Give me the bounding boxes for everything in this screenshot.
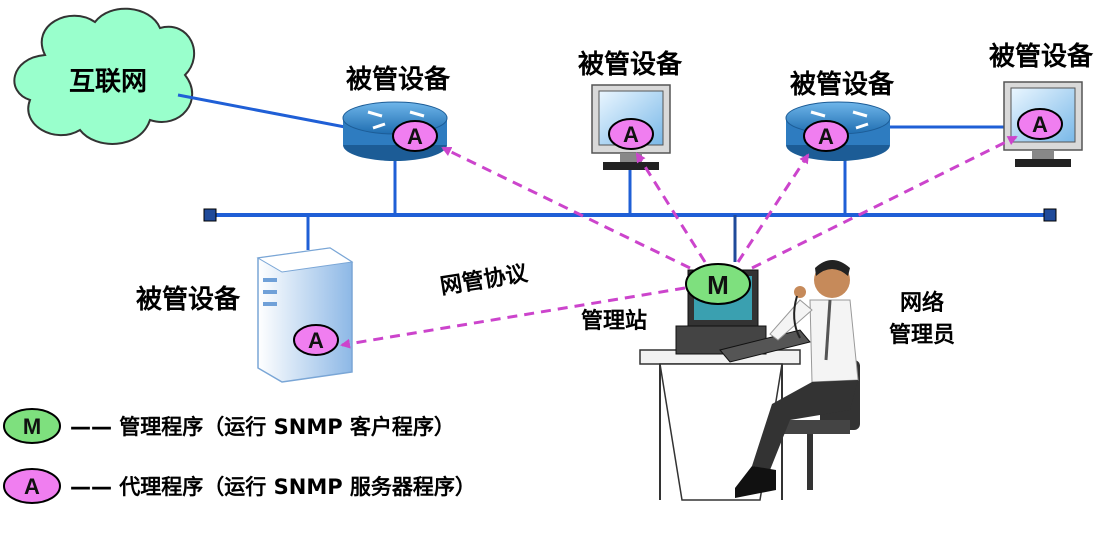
protocol-arrows [340, 135, 1018, 349]
svg-text:A: A [24, 474, 40, 499]
agent-badge: A [608, 118, 654, 150]
admin-label-line2: 管理员 [889, 322, 955, 348]
router-2: 被管设备 A [785, 70, 895, 161]
arrow-to-pc-2 [751, 135, 1018, 270]
svg-text:A: A [623, 122, 639, 147]
cloud-icon [13, 7, 196, 145]
bus-terminator-left [203, 208, 217, 222]
svg-text:M: M [707, 270, 729, 300]
legend: M —— 管理程序（运行 SNMP 客户程序） A —— 代理程序（运行 SNM… [3, 408, 476, 504]
pc-2: 被管设备 A [989, 42, 1094, 167]
internet-label: 互联网 [69, 67, 147, 97]
legend-agent: A —— 代理程序（运行 SNMP 服务器程序） [3, 468, 476, 504]
protocol-label: 网管协议 [438, 260, 530, 300]
legend-manager: M —— 管理程序（运行 SNMP 客户程序） [3, 408, 455, 444]
arrow-to-pc-1 [635, 152, 707, 263]
agent-badge: A [392, 120, 438, 152]
router-1-label: 被管设备 [346, 65, 451, 95]
svg-text:M: M [23, 414, 41, 439]
pc-1-label: 被管设备 [578, 50, 683, 80]
svg-text:A: A [1032, 112, 1048, 137]
pc-2-label: 被管设备 [989, 42, 1094, 72]
admin-label-line1: 网络 [900, 290, 944, 316]
arrow-to-server [340, 286, 686, 349]
svg-text:A: A [308, 328, 324, 353]
manager-badge: M [685, 263, 751, 305]
pc-1: 被管设备 A [578, 50, 683, 170]
legend-agent-text: —— 代理程序（运行 SNMP 服务器程序） [70, 475, 476, 499]
arrow-to-router-2 [736, 153, 810, 263]
svg-text:A: A [818, 124, 834, 149]
management-station: M 管理站 [581, 260, 860, 501]
station-label: 管理站 [581, 308, 647, 334]
agent-badge: A [803, 120, 849, 152]
arrow-to-router-1 [441, 146, 691, 270]
bus-terminator-right [1043, 208, 1057, 222]
agent-badge: A [1017, 108, 1063, 140]
server-icon [256, 247, 354, 383]
agent-badge: A [293, 324, 339, 356]
legend-manager-text: —— 管理程序（运行 SNMP 客户程序） [70, 415, 455, 439]
internet-cloud: 互联网 [13, 7, 196, 145]
server: 被管设备 A [136, 247, 354, 383]
router-2-label: 被管设备 [790, 70, 895, 100]
svg-text:A: A [407, 124, 423, 149]
server-label: 被管设备 [136, 285, 241, 315]
person-at-workstation-icon [639, 260, 860, 501]
router-1: 被管设备 A [342, 65, 451, 161]
internet-link [177, 93, 346, 129]
